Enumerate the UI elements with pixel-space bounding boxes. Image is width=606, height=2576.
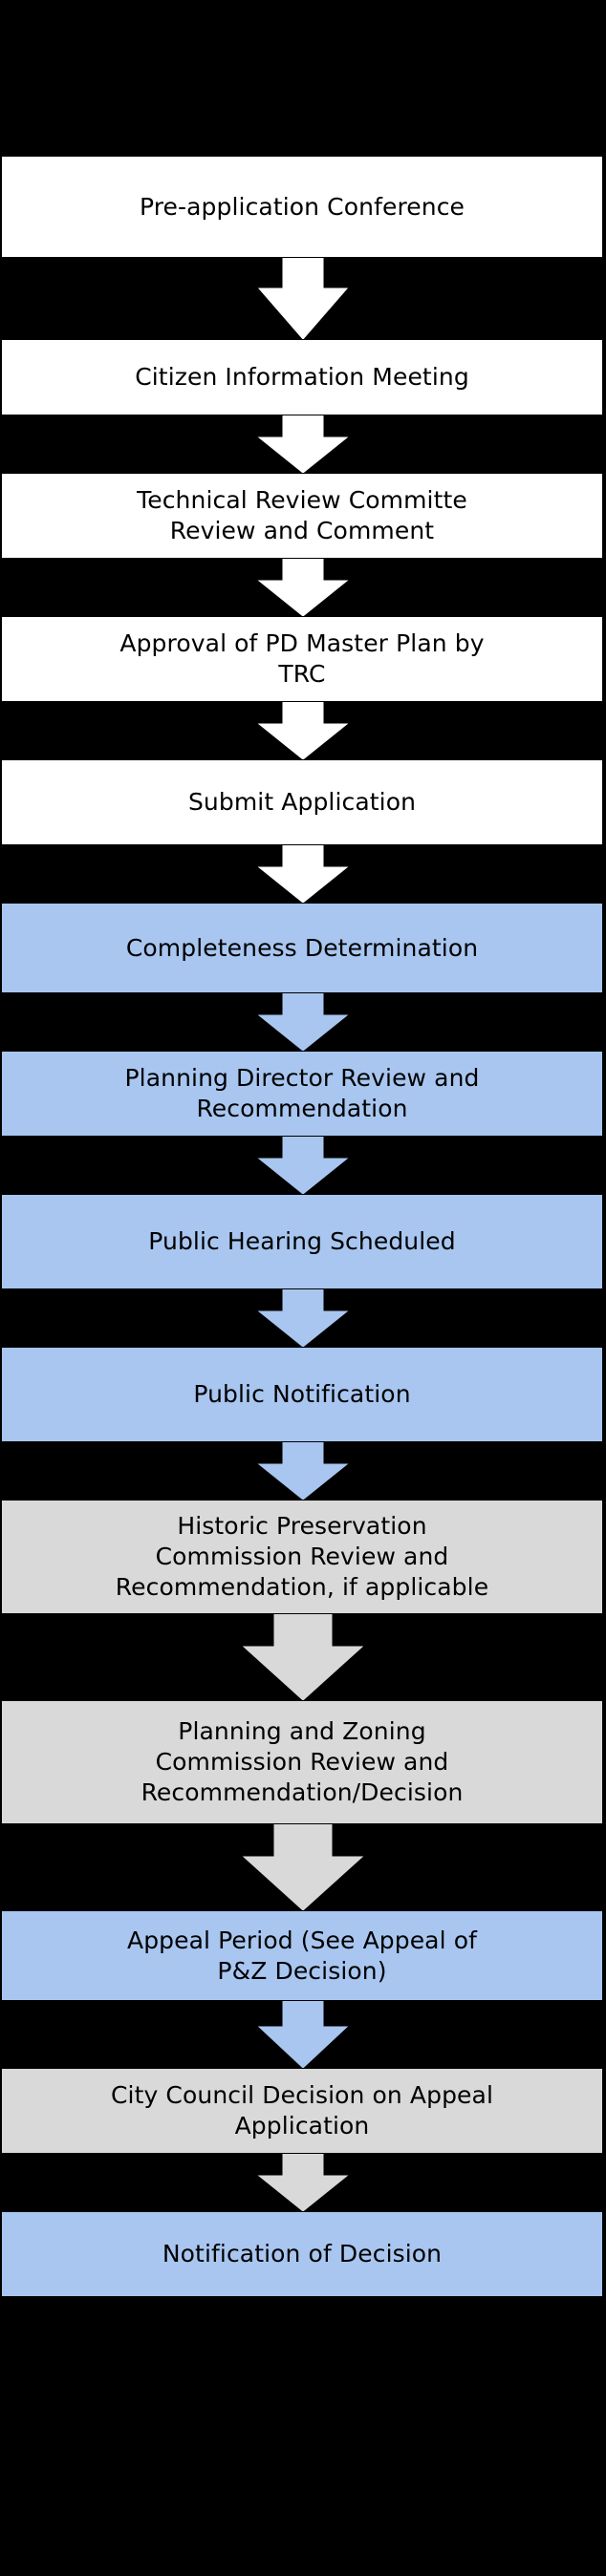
flow-arrow-n12-to-n13	[0, 2001, 606, 2068]
flow-arrow-n11-to-n12	[0, 1824, 606, 1910]
flow-arrow-n10-to-n11	[0, 1614, 606, 1700]
process-step-n3[interactable]: Technical Review Committe Review and Com…	[1, 473, 603, 559]
process-step-n14[interactable]: Notification of Decision	[1, 2211, 603, 2297]
process-step-label: Notification of Decision	[162, 2240, 443, 2267]
process-step-label: Public Notification	[193, 1380, 411, 1408]
process-step-label: Pre-application Conference	[139, 192, 465, 221]
process-step-n10[interactable]: Historic Preservation Commission Review …	[1, 1500, 603, 1614]
flow-arrow-n4-to-n5	[0, 702, 606, 759]
process-step-label: Historic Preservation Commission Review …	[115, 1512, 489, 1601]
flow-arrow-n6-to-n7	[0, 993, 606, 1051]
process-step-n9[interactable]: Public Notification	[1, 1347, 603, 1442]
process-step-label: Planning Director Review and Recommendat…	[124, 1064, 480, 1122]
flow-arrow-n1-to-n2	[0, 258, 606, 339]
process-step-n2[interactable]: Citizen Information Meeting	[1, 339, 603, 415]
process-step-label: Citizen Information Meeting	[135, 363, 469, 391]
process-step-label: Public Hearing Scheduled	[148, 1227, 456, 1255]
process-step-label: Technical Review Committe Review and Com…	[137, 486, 467, 544]
process-step-n12[interactable]: Appeal Period (See Appeal of P&Z Decisio…	[1, 1910, 603, 2001]
process-step-label: Planning and Zoning Commission Review an…	[141, 1717, 464, 1806]
process-step-label: Appeal Period (See Appeal of P&Z Decisio…	[127, 1926, 477, 1985]
process-step-n5[interactable]: Submit Application	[1, 759, 603, 845]
flow-arrow-n9-to-n10	[0, 1442, 606, 1500]
flow-arrow-n2-to-n3	[0, 415, 606, 473]
process-step-n1[interactable]: Pre-application Conference	[1, 156, 603, 258]
process-step-n7[interactable]: Planning Director Review and Recommendat…	[1, 1051, 603, 1137]
process-step-label: Completeness Determination	[125, 933, 479, 962]
process-step-n11[interactable]: Planning and Zoning Commission Review an…	[1, 1700, 603, 1824]
process-step-n4[interactable]: Approval of PD Master Plan by TRC	[1, 616, 603, 702]
flow-arrow-n3-to-n4	[0, 559, 606, 616]
process-step-label: City Council Decision on Appeal Applicat…	[110, 2081, 494, 2140]
process-step-label: Submit Application	[187, 788, 417, 816]
process-step-label: Approval of PD Master Plan by TRC	[119, 629, 485, 688]
process-step-n13[interactable]: City Council Decision on Appeal Applicat…	[1, 2068, 603, 2154]
flow-arrow-n8-to-n9	[0, 1289, 606, 1347]
flow-arrow-n5-to-n6	[0, 845, 606, 903]
process-step-n6[interactable]: Completeness Determination	[1, 903, 603, 993]
process-step-n8[interactable]: Public Hearing Scheduled	[1, 1194, 603, 1289]
flow-arrow-n13-to-n14	[0, 2154, 606, 2211]
flow-arrow-n7-to-n8	[0, 1137, 606, 1194]
